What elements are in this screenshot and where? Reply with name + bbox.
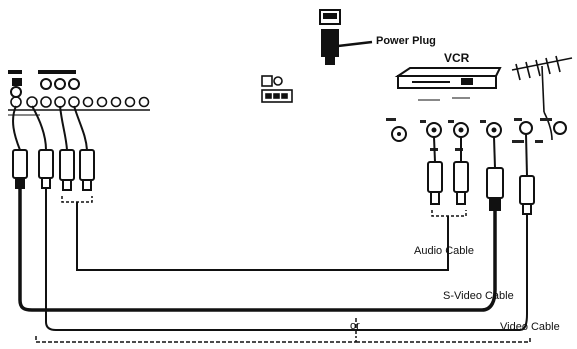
vcr-svideo-plug: [487, 168, 503, 210]
power-plug-label: Power Plug: [376, 35, 436, 47]
vcr-output-panel: [386, 98, 566, 151]
tv-audio-bracket: [62, 196, 92, 202]
vcr-audio-bracket: [432, 210, 466, 216]
tv-video-plug: [39, 150, 53, 188]
audio-cable-label: Audio Cable: [414, 245, 474, 257]
video-cable-label: Video Cable: [500, 321, 560, 333]
power-plug-icon: [320, 10, 372, 64]
vcr-audio-plug-left: [428, 162, 442, 204]
tv-audio-plug-right: [80, 150, 94, 190]
tv-symbol-icon: [262, 76, 292, 102]
tv-jack-wires: [13, 106, 87, 150]
vcr-video-plug: [520, 176, 534, 214]
vcr-label: VCR: [444, 51, 470, 65]
audio-cable-line: [77, 202, 448, 270]
vcr-icon: [398, 68, 500, 88]
tv-svideo-plug: [13, 150, 27, 188]
tv-input-panel-icon: [8, 70, 150, 115]
vcr-audio-plug-right: [454, 162, 468, 204]
or-label: or: [350, 320, 360, 332]
tv-audio-plug-left: [60, 150, 74, 190]
svideo-cable-label: S-Video Cable: [443, 290, 514, 302]
